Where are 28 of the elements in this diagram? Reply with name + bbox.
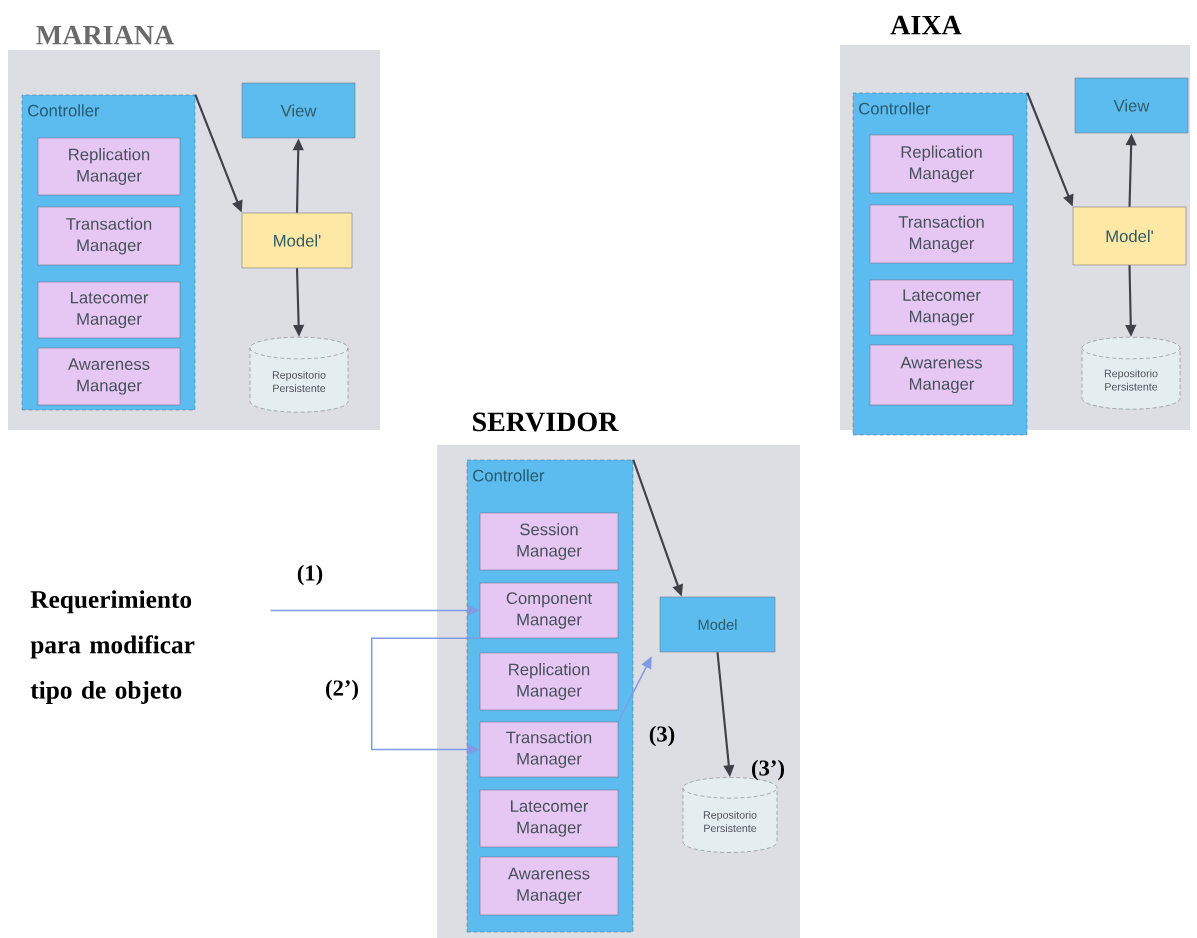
manager-box: Transaction Manager <box>479 721 619 778</box>
edge-label: (1) <box>297 564 323 586</box>
manager-box: Component Manager <box>479 582 619 639</box>
database-cylinder: Repositorio Persistente <box>249 336 349 413</box>
model-box: Model <box>659 596 776 653</box>
panel-heading: AIXA <box>890 15 962 35</box>
database-cylinder: Repositorio Persistente <box>1081 336 1181 410</box>
request-text: Requerimiento para modificar tipo de objeto <box>30 590 195 704</box>
manager-box: Awareness Manager <box>37 347 181 406</box>
manager-box: Latecomer Manager <box>479 789 619 848</box>
manager-box: Session Manager <box>479 512 619 571</box>
manager-box: Replication Manager <box>479 652 619 711</box>
manager-box: Awareness Manager <box>869 344 1014 406</box>
model-box: Model' <box>241 212 353 269</box>
panel-heading: SERVIDOR <box>473 412 619 432</box>
model-box: Model' <box>1072 206 1187 266</box>
manager-box: Replication Manager <box>869 134 1014 194</box>
manager-box: Transaction Manager <box>869 204 1014 264</box>
manager-box: Transaction Manager <box>37 206 181 266</box>
manager-box: Latecomer Manager <box>869 279 1014 336</box>
edge-label: (2’) <box>326 679 358 701</box>
edge-label: (3) <box>649 725 675 747</box>
manager-box: Replication Manager <box>37 137 181 196</box>
view-box: View <box>241 82 356 139</box>
manager-box: Awareness Manager <box>479 856 619 916</box>
panel-heading: MARIANA <box>36 25 174 45</box>
view-box: View <box>1074 77 1189 134</box>
manager-box: Latecomer Manager <box>37 281 181 339</box>
